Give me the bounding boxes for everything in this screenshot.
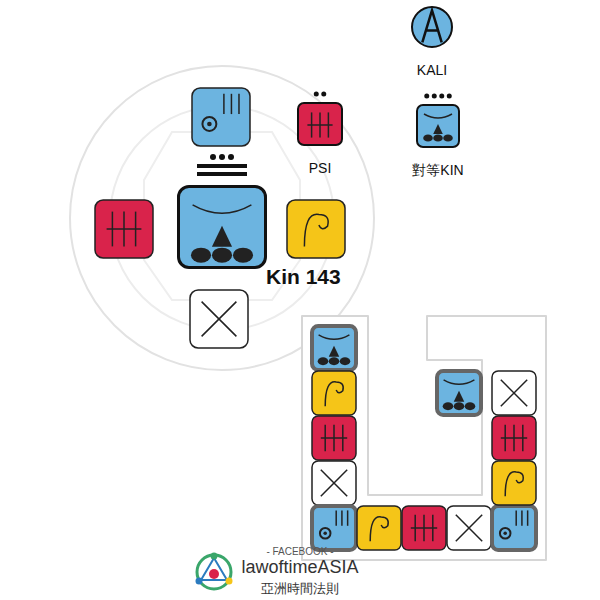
wavespell-frame: [302, 316, 546, 560]
glyph-tile: [357, 506, 401, 550]
glyph-box: 對等KIN: [416, 104, 460, 148]
oracle-ring: [70, 66, 374, 370]
glyph-tile: [312, 371, 356, 415]
glyph-tile: [492, 461, 536, 505]
glyph-label: KALI: [417, 62, 447, 78]
glyph-tile: [287, 200, 345, 258]
glyph-tile: [402, 506, 446, 550]
glyph-art: [180, 188, 264, 272]
logo: [196, 553, 233, 590]
glyph-tile: [492, 506, 536, 550]
glyph-box: Kin 143: [177, 185, 267, 269]
glyph-tile: [447, 506, 491, 550]
glyph-tile: [192, 88, 250, 146]
glyph-tile: [95, 200, 153, 258]
glyph-tile: [492, 416, 536, 460]
glyph-tile: [492, 371, 536, 415]
tone-bar: [197, 172, 247, 176]
glyph-tile: [437, 371, 481, 415]
glyph-art: [299, 104, 341, 146]
glyph-box: PSI: [297, 102, 343, 146]
brand-name: lawoftimeASIA: [241, 557, 358, 578]
social-tag: - FACEBOOK -: [266, 546, 333, 557]
glyph-tile: [312, 461, 356, 505]
glyph-art: [410, 5, 454, 49]
glyph-art: [418, 106, 458, 146]
glyph-label: 對等KIN: [412, 162, 463, 180]
glyph-tile: [312, 506, 356, 550]
tone-dots: [424, 94, 452, 99]
glyph-tile: [190, 290, 248, 348]
glyph-label: PSI: [309, 160, 332, 176]
glyph-tile: [312, 416, 356, 460]
glyph-label: Kin 143: [266, 265, 341, 289]
tone-dots: [210, 154, 234, 160]
tone-bar: [197, 164, 247, 168]
glyph-tile: [312, 326, 356, 370]
seal-circle: KALI: [410, 5, 454, 49]
brand-name: 亞洲時間法則: [261, 580, 339, 598]
tone-dots: [314, 92, 327, 97]
